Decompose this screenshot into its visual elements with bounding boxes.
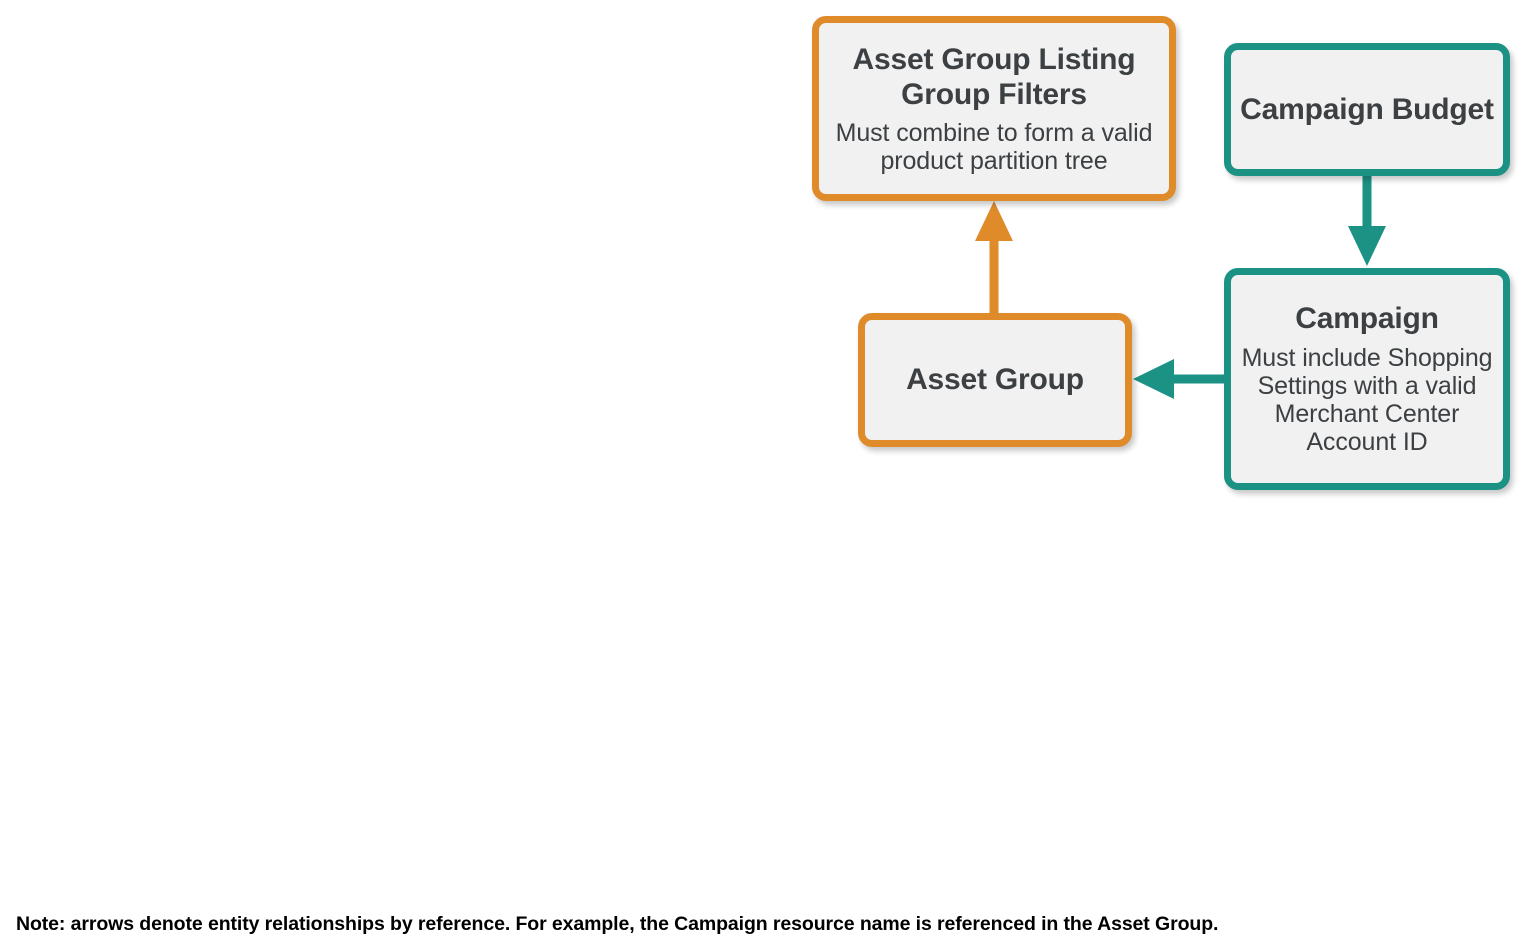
node-campaign-budget[interactable]: Campaign Budget (1224, 43, 1510, 176)
node-title: Campaign Budget (1240, 92, 1494, 126)
node-asset-group-listing-group-filters[interactable]: Asset Group Listing Group Filters Must c… (812, 16, 1176, 201)
node-subtitle: Must combine to form a valid product par… (835, 118, 1153, 176)
node-title: Asset Group (906, 363, 1084, 397)
node-campaign[interactable]: Campaign Must include Shopping Settings … (1224, 268, 1510, 490)
edge-campaign-budget-to-campaign (1348, 172, 1386, 266)
node-asset-group[interactable]: Asset Group (858, 313, 1132, 447)
node-subtitle: Must include Shopping Settings with a va… (1241, 343, 1493, 457)
diagram-note: Note: arrows denote entity relationships… (16, 913, 1219, 935)
node-title: Campaign (1295, 302, 1439, 336)
edge-campaign-to-asset-group (1133, 359, 1228, 399)
node-title: Asset Group Listing Group Filters (852, 42, 1136, 111)
edge-asset-group-to-listing-group-filters (975, 201, 1013, 318)
